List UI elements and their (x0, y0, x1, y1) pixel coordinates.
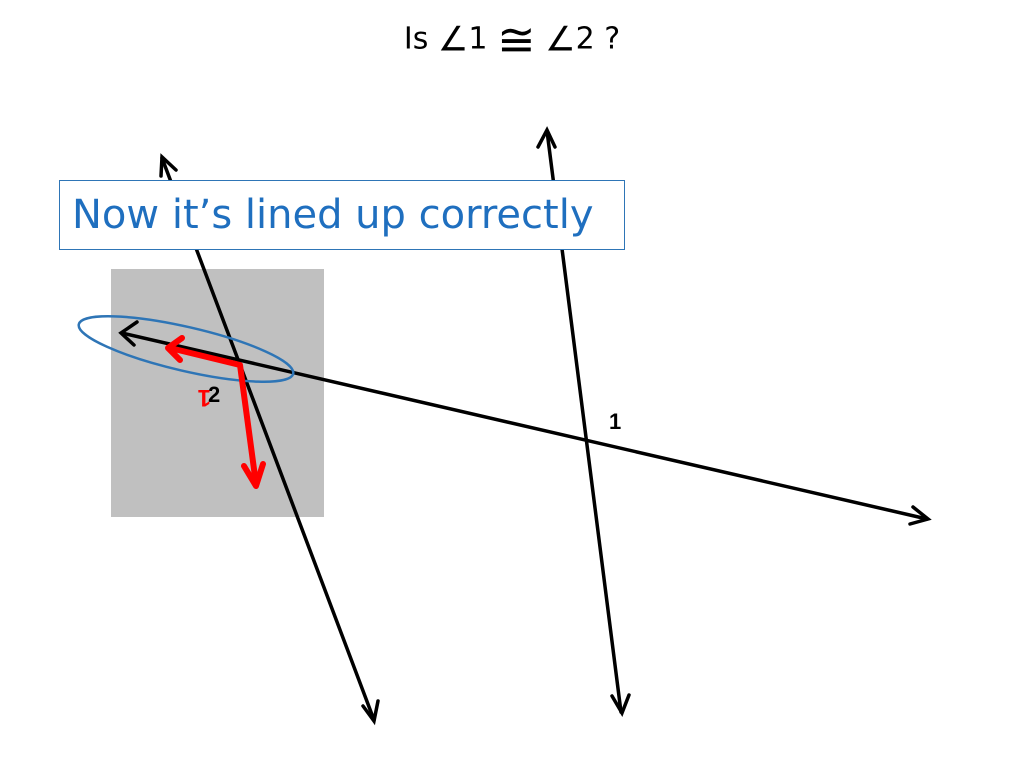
angle-one-label: 1 (609, 409, 621, 434)
overlay-rectangle (111, 269, 324, 517)
left-line (159, 153, 380, 726)
red-bottom-arrowhead (241, 461, 266, 489)
slide-title: Is ∠1 ≅ ∠2 ? (0, 14, 1024, 65)
title-prefix: Is (403, 21, 429, 57)
right-line-top-arrowhead (536, 126, 557, 149)
title-question-mark: ? (604, 21, 621, 57)
red-angle-arrows (165, 335, 266, 489)
title-angle-two: 2 (575, 21, 595, 57)
left-line-bottom-arrowhead (361, 699, 380, 726)
red-left-arrowhead (165, 335, 185, 363)
angle-symbol-2: ∠ (545, 19, 576, 60)
callout-text: Now it’s lined up correctly (72, 192, 594, 238)
transversal-left-arrowhead (118, 320, 139, 347)
highlight-ellipse (77, 315, 295, 383)
transversal-line (118, 320, 932, 526)
rotated-angle-one-label: 1 (198, 384, 211, 411)
angle-symbol-1: ∠ (437, 19, 469, 60)
title-angle-one: 1 (468, 21, 488, 57)
callout-box: Now it’s lined up correctly (59, 180, 625, 250)
congruent-symbol: ≅ (497, 12, 536, 67)
transversal-right-arrowhead (908, 505, 932, 526)
angle-two-label: 2 (208, 382, 220, 407)
right-line-bottom-arrowhead (610, 693, 631, 717)
red-angle-sides (167, 345, 259, 487)
left-line-top-arrowhead (159, 153, 178, 178)
